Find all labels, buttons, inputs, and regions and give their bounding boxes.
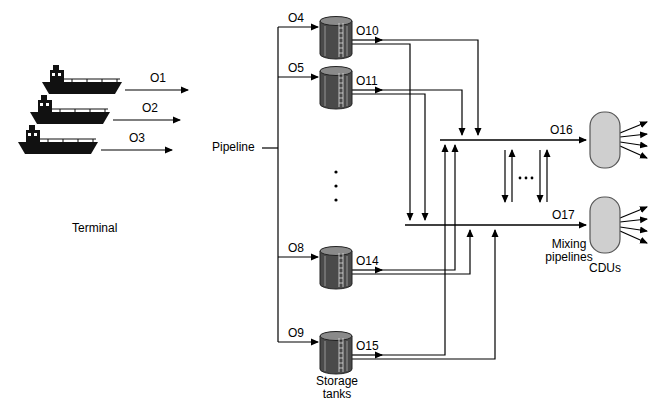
flow-number: O10: [356, 25, 379, 38]
tanker-ships: [18, 65, 122, 154]
flow-number: O17: [552, 209, 575, 222]
flow-number: O16: [550, 124, 573, 137]
flow-number: O14: [356, 255, 379, 268]
storage-tank-icons: [320, 17, 352, 375]
flow-number: O8: [288, 242, 304, 255]
cdu-label: CDUs: [589, 262, 621, 275]
ellipsis-dots: [334, 170, 533, 201]
flow-number: O9: [288, 327, 304, 340]
cdu-columns: [590, 112, 620, 253]
flow-number: O3: [129, 132, 145, 145]
terminal-label: Terminal: [72, 222, 117, 235]
flow-number: O2: [142, 102, 158, 115]
flow-number: O5: [288, 62, 304, 75]
flow-number: O15: [356, 340, 379, 353]
tank-group-label: Storage tanks: [306, 375, 368, 401]
flow-number: O1: [150, 72, 166, 85]
flow-number: O11: [356, 75, 378, 88]
flow-lines: [101, 27, 647, 359]
flow-number: O4: [288, 12, 304, 25]
pipeline-label: Pipeline: [212, 141, 255, 154]
mixing-label: Mixing pipelines: [536, 238, 602, 264]
